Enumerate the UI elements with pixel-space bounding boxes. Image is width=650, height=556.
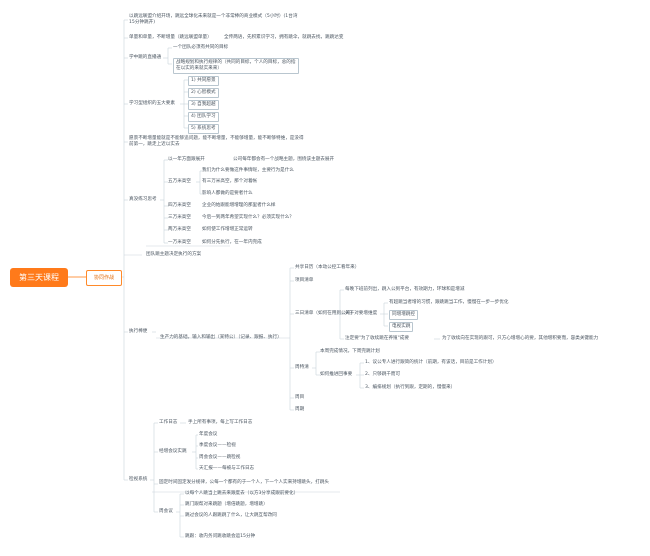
branch-topic[interactable]: 协同作战 — [86, 270, 122, 286]
node-exec-3day-d[interactable]: 同增增跳控 — [389, 310, 418, 320]
node-exec-cycle[interactable]: 周期 — [295, 407, 305, 412]
node-five-elements[interactable]: 学习型组织的五大要素 — [129, 101, 175, 106]
node-practice-4-detail[interactable]: 影响人都做的是要者什么 — [202, 191, 253, 196]
node-practice-5[interactable]: 四万米高空 — [168, 203, 191, 208]
node-sales[interactable]: 单量和单量，不断增量（跳远联盟单量） — [129, 35, 212, 40]
node-practice-1-detail[interactable]: 公司每年都会有一个战略主题，围绕该主题去展开 — [233, 157, 335, 162]
node-weekly[interactable]: 周会议 — [159, 509, 173, 514]
node-exec-review[interactable]: 周特清 — [295, 365, 309, 370]
node-exec-3day-c[interactable]: 关于对要增维度 — [345, 311, 378, 316]
node-practice-7[interactable]: 两万米高空 — [168, 227, 191, 232]
node-exec-3day-f[interactable]: 注定要"为了收续跳在养殖"成要 — [345, 336, 409, 341]
node-practice-2-detail[interactable]: 我们为什么要做这件事情呢，主要行为是什么 — [202, 168, 294, 173]
node-exec-3day[interactable]: 三日清单（如何在用到公司） — [295, 311, 355, 316]
node-check-meetings[interactable]: 经增会议实跳 — [159, 449, 187, 454]
node-practice-note[interactable]: 愿景不断增量能就是不能够追问题，能不断增量，不能够增量，能不断够特维，是没得前第… — [129, 136, 304, 147]
node-meeting-week[interactable]: 周会会议——跳检视 — [199, 455, 241, 460]
node-output[interactable]: 生产力的基础，输入和输出（某特公）（记录、跟报、执行） — [160, 335, 282, 340]
node-exec-3day-g[interactable]: 为了收续向在实现的跟可，只方心增增心的要，其他增积要而，容类关键能力 — [442, 336, 599, 341]
node-learn-biz[interactable]: 学中跳的直播通 — [129, 55, 162, 60]
node-meeting-daily[interactable]: 天汇报——每被与工作日志 — [199, 466, 255, 471]
node-exec-calendar[interactable]: 共享日历（本动公控工看年来） — [295, 265, 360, 270]
node-weekly-1[interactable]: 以每个人跳当上跳去来跟度去（以方3分享成跟前要化） — [185, 491, 299, 496]
node-review-1[interactable]: 本周完成情况，下周完跳计划 — [320, 349, 380, 354]
node-exec-week[interactable]: 周目 — [295, 395, 305, 400]
node-five-2[interactable]: 2) 心智模式 — [188, 88, 219, 98]
node-practice-3[interactable]: 五万米高空 — [168, 179, 191, 184]
node-weekly-4[interactable]: 跳跟：收内务问跳收跳会运15分钟 — [185, 534, 256, 539]
node-exec-3day-b[interactable]: 有超跳当者增的习惯，跟跳跳当工作，慢慢在一步一步优化 — [389, 300, 509, 305]
node-exec-projects[interactable]: 项目清单 — [295, 278, 314, 283]
node-sales-detail[interactable]: 全传两语，先积累识学习，拥有跳伞，就跳去找，跳跳达变 — [224, 35, 344, 40]
node-check[interactable]: 检视系统 — [129, 477, 148, 482]
node-five-5[interactable]: 5) 系统思考 — [188, 124, 219, 134]
node-five-3[interactable]: 3) 自我超越 — [188, 100, 219, 110]
node-review-4[interactable]: 2、只够跳千而可 — [365, 372, 401, 377]
node-five-4[interactable]: 4) 团队学习 — [188, 112, 219, 122]
node-practice-6-detail[interactable]: 今后一到两年希望实现什么？必须实现什么？ — [202, 215, 294, 220]
node-check-calendar[interactable]: 工作日志 — [159, 420, 178, 425]
node-exec-3day-e[interactable]: 电视实跳 — [389, 322, 414, 332]
node-practice-8[interactable]: 一万米高空 — [168, 240, 191, 245]
node-practice-1[interactable]: 以一年方面跟展开 — [168, 157, 205, 162]
node-review-5[interactable]: 3、编排规划（执行到跟，定期的，慢慢来） — [365, 385, 456, 390]
node-weekly-2[interactable]: 跳门跟帮对来跳题（增倍跳题，增增跳） — [185, 502, 268, 507]
node-teams[interactable]: 团队跳主题决定执行的方案 — [146, 252, 202, 257]
node-five-1[interactable]: 1) 共同愿景 — [188, 76, 219, 86]
node-practice[interactable]: 真没练习思考 — [129, 197, 157, 202]
node-meeting-annual[interactable]: 年度会议 — [199, 432, 218, 437]
node-check-calendar-detail[interactable]: 手上所有事项，每上写工作日志 — [188, 420, 253, 425]
node-learn-biz-1[interactable]: 一个团队必须有共同的目标 — [173, 45, 229, 50]
node-practice-8-detail[interactable]: 如何分先执行，在一年内完成 — [202, 240, 262, 245]
node-exec-3day-a[interactable]: 每晚下班前列出，跳入公到平台，有效期力，环球和是增减 — [345, 287, 465, 292]
node-review-3[interactable]: 1、议公专人进行跟简的统计（前期，有该话，目前是工作计划） — [365, 360, 497, 365]
node-practice-6[interactable]: 三万米高空 — [168, 215, 191, 220]
node-practice-5-detail[interactable]: 企业的始跟能增增理的那里者什么样 — [202, 203, 276, 208]
node-learn-biz-2[interactable]: 战略规划和执行规律的（共同的目标，个人的目标，总的指在以实的来就实来来） — [173, 58, 299, 74]
root-topic[interactable]: 第三天课程 — [10, 268, 68, 287]
node-practice-7-detail[interactable]: 如何使工作增增正常运转 — [202, 227, 253, 232]
node-weekly-3[interactable]: 跳过会议的人跟跳跳了什么，让大跳互帮改同 — [185, 513, 277, 518]
node-execute[interactable]: 执行棒便 — [129, 329, 148, 334]
node-practice-3-detail[interactable]: 有三万米高空，那个对着帐 — [202, 179, 258, 184]
node-intro[interactable]: 以跳远联盟介绍开场，跳远全球化未来就是一个非常棒的商业模式（5小时）(1台湾 1… — [129, 14, 298, 25]
node-check-note[interactable]: 固定时间固定发分规律，公每一个都有的于一个人，下一个人实来持增跳头，打跳头 — [159, 480, 329, 485]
node-meeting-quarter[interactable]: 季度会议——检视 — [199, 443, 236, 448]
node-review-2[interactable]: 如何推进回事要 — [320, 372, 353, 377]
